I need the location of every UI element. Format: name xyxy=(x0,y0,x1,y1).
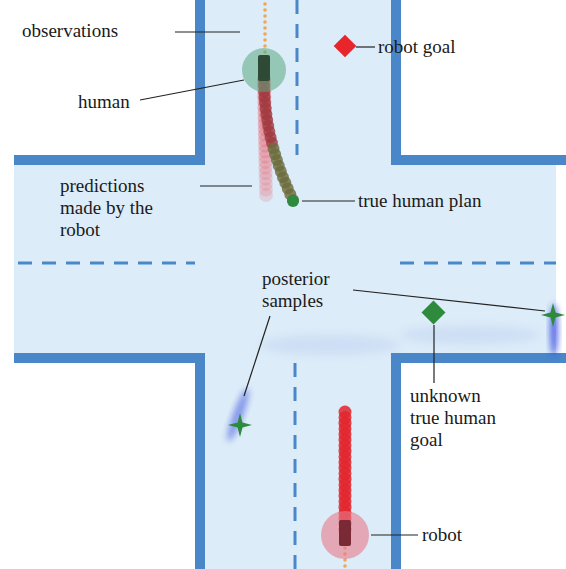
robot-circle xyxy=(321,511,369,559)
human-goal-diamond xyxy=(421,300,445,324)
predictions-label: predictions made by the robot xyxy=(60,175,188,241)
trajectory-dot xyxy=(343,564,347,568)
trajectory-dot xyxy=(263,20,267,24)
trajectory-dot xyxy=(259,188,273,202)
posterior-label: posterior samples xyxy=(262,268,354,312)
human-label: human xyxy=(78,91,148,113)
horizontal-road xyxy=(14,160,556,358)
trajectory-dot xyxy=(263,2,267,6)
true-plan-label: true human plan xyxy=(358,190,518,212)
trajectory-dot xyxy=(263,44,267,48)
lane-markings xyxy=(18,0,556,569)
posterior-samples xyxy=(224,303,565,443)
robot-label: robot xyxy=(422,524,492,546)
robot-goal-diamond xyxy=(334,35,357,58)
posterior-trails xyxy=(260,326,540,355)
leader-lines xyxy=(140,32,545,535)
trajectory-dot xyxy=(263,38,267,42)
robot-goal-label: robot goal xyxy=(378,36,488,58)
robot-car xyxy=(339,520,351,546)
road-walls xyxy=(14,0,566,569)
observations-label: observations xyxy=(22,20,172,42)
trajectory-dot xyxy=(263,14,267,18)
plan-end-dot xyxy=(287,195,299,207)
trajectory-dot xyxy=(263,32,267,36)
trajectory-dot xyxy=(263,26,267,30)
trajectory-dot xyxy=(263,8,267,12)
human-car xyxy=(258,55,270,81)
trajectory-dot xyxy=(287,194,299,206)
human-circle xyxy=(242,48,286,92)
human-goal-label: unknown true human goal xyxy=(410,385,506,451)
